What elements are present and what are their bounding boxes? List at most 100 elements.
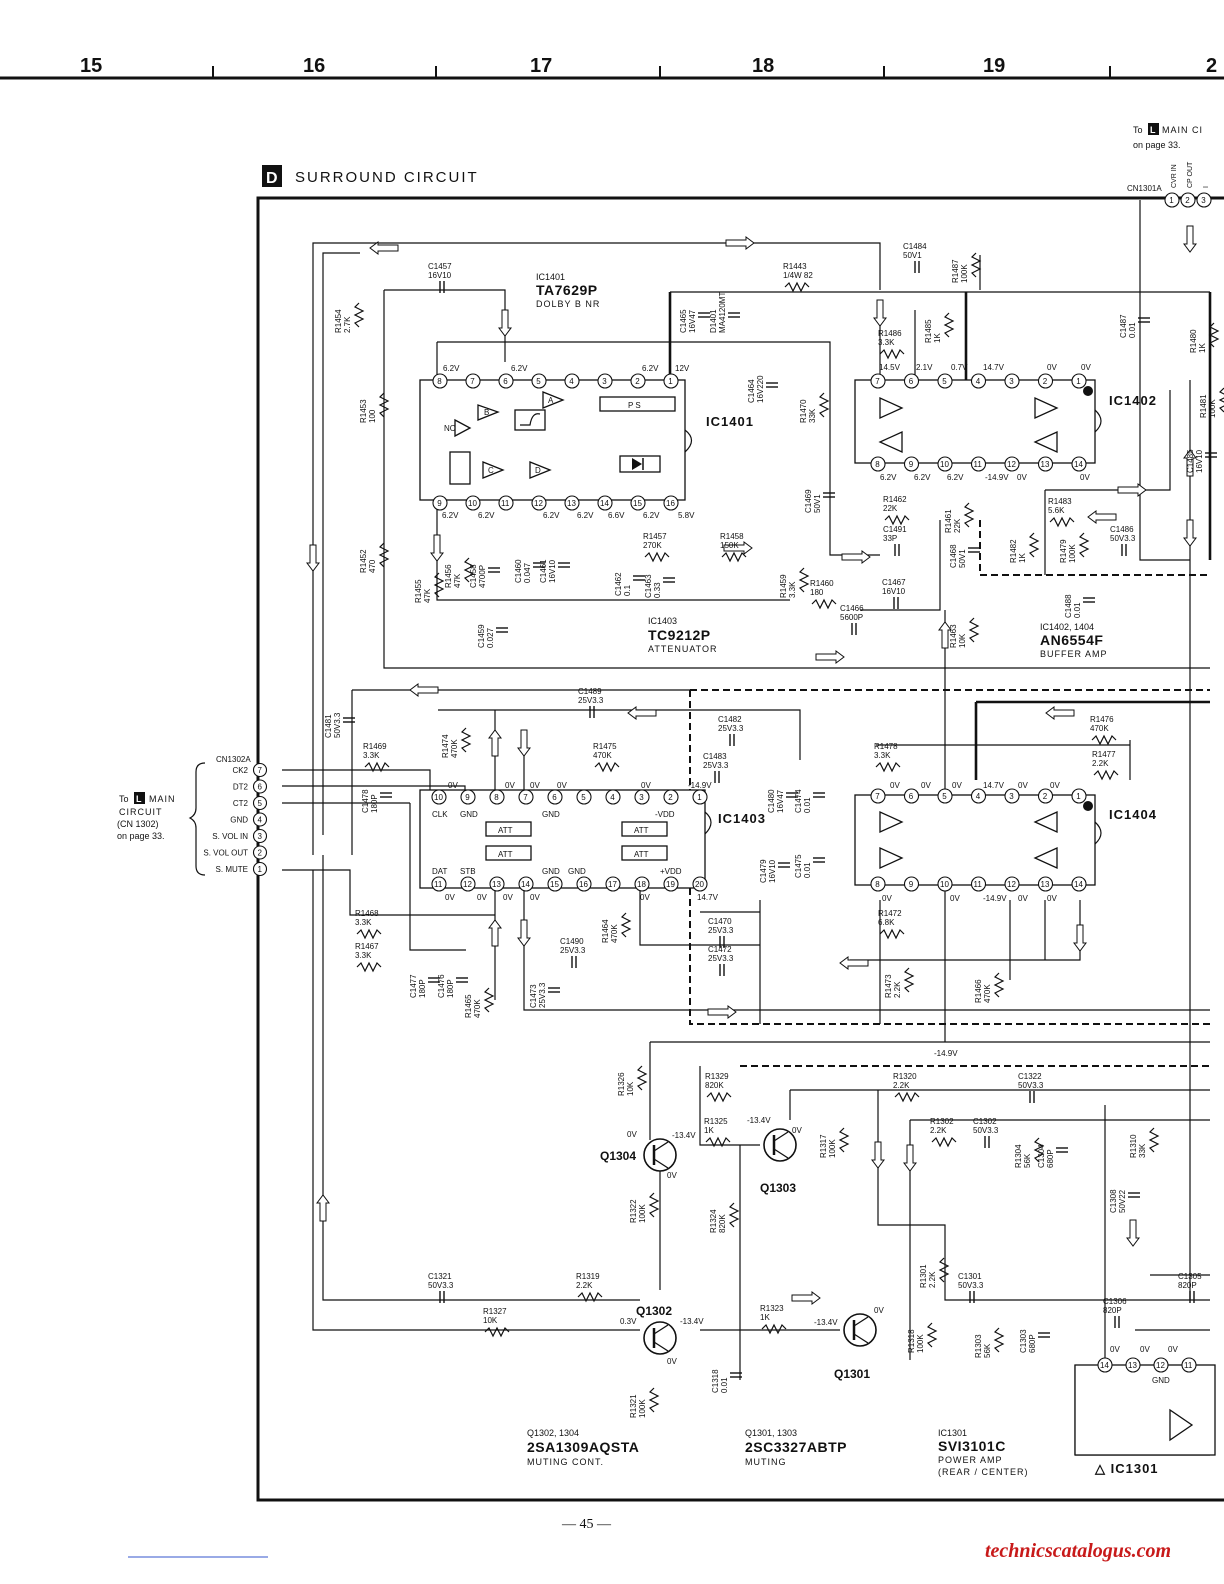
transistor-volt-c: 0V: [792, 1126, 802, 1135]
ic1301-pin-14-num: 14: [1100, 1361, 1109, 1370]
flow-arrow: [369, 241, 399, 255]
ic1301-body-label: △ IC1301: [1094, 1461, 1159, 1476]
component-value: 470K: [1090, 724, 1109, 733]
component-value: 33K: [808, 408, 817, 423]
ic1301-desc2: (REAR / CENTER): [938, 1467, 1029, 1477]
ic1403-b-pin-17: [605, 876, 621, 892]
ic1404-pin-4-num: 4: [976, 792, 981, 801]
ic1403-att-3: ATT: [634, 826, 649, 835]
ic1403-top-volt-6: -14.9V: [688, 781, 712, 790]
ic1404-pin-3: [1004, 788, 1020, 804]
cn1302a-label-5: CT2: [233, 799, 249, 808]
ic1403-b-pin-13-num: 13: [492, 880, 501, 889]
ic1403-top-volt-4: 0V: [557, 781, 567, 790]
opamp-symbol: [1033, 430, 1058, 454]
ic1401-bot-volt-7: 5.8V: [678, 511, 695, 520]
to-main-left-letter-box: [134, 792, 145, 804]
component-value: 2.2K: [893, 1081, 910, 1090]
component-value: 50V22: [1118, 1189, 1127, 1213]
component-ref: R1472: [878, 909, 902, 918]
cn1301a-label-3: I: [1203, 186, 1210, 188]
component-ref: R1473: [884, 974, 893, 998]
component-ref: C1460: [514, 559, 523, 583]
circuit-letter: D: [266, 170, 278, 187]
ic1402-pin-7-num: 7: [875, 377, 880, 386]
ic1404-pin-5-num: 5: [942, 792, 947, 801]
ic1402-bot-volt-6: 0V: [1080, 473, 1090, 482]
cn1302a-label-1: S. MUTE: [216, 865, 248, 874]
component-value: 16V47: [688, 309, 697, 333]
ic1403-b-pin-20-num: 20: [695, 880, 704, 889]
ic1401-b-pin-16-num: 16: [666, 499, 675, 508]
ic1402-b-pin-14: [1071, 456, 1087, 472]
flow-arrow: [1045, 706, 1075, 720]
flow-arrow: [517, 919, 531, 947]
ic1402-pin-2-num: 2: [1043, 377, 1048, 386]
ic1404-bot-volt-4: 0V: [1018, 894, 1028, 903]
to-main-left-line2: CIRCUIT: [119, 807, 163, 817]
component-value: 2.2K: [1092, 759, 1109, 768]
flow-arrow: [871, 1141, 885, 1169]
flow-arrow: [725, 236, 755, 250]
transistor-volt-c: 0V: [874, 1306, 884, 1315]
ic1402-pin-2: [1037, 373, 1054, 389]
component-value: 100K: [1208, 399, 1217, 418]
cn1301a-label: CN1301A: [1127, 184, 1162, 193]
component-ref: R1310: [1129, 1134, 1138, 1158]
component-ref: C1472: [708, 945, 732, 954]
ic1401-pin-6: [498, 373, 514, 389]
ic1404-b-pin-13: [1037, 876, 1054, 892]
cn1302a-pin-5: [252, 795, 268, 811]
component-ref: R1486: [878, 329, 902, 338]
component-value: 2.2K: [928, 1271, 937, 1288]
ic1401-inner-d: D: [535, 466, 541, 475]
ic1402-pin-7: [870, 373, 886, 389]
transistor-volt-e: -13.4V: [814, 1318, 838, 1327]
ic1401-pin-4-num: 4: [569, 377, 574, 386]
tnote-2-ref: Q1301, 1303: [745, 1428, 797, 1438]
ic1301: △ IC1301 IC1301 SVI3101C POWER AMP (REAR…: [938, 1345, 1216, 1477]
component-value: 470K: [450, 739, 459, 758]
component-ref: D1401: [709, 309, 718, 333]
ic1404-pin-7: [870, 788, 886, 804]
ic1403-part: TC9212P: [648, 627, 711, 643]
ic1402-b-pin-10: [937, 456, 953, 472]
to-main-left-letter: L: [136, 794, 142, 804]
ic1403-bot-volt-5: 0V: [640, 893, 650, 902]
ic1401-ref: IC1401: [536, 272, 565, 282]
to-main-left-line4: on page 33.: [117, 831, 165, 841]
component-ref: C1464: [747, 379, 756, 403]
ic1403-gnd-bot-1: GND: [542, 867, 560, 876]
transistor-volt-c: 0V: [667, 1357, 677, 1366]
component-value: 56K: [1023, 1153, 1032, 1168]
component-value: 100K: [1068, 544, 1077, 563]
component-ref: R1318: [907, 1329, 916, 1353]
cn1302a-pin-6-num: 6: [258, 783, 263, 792]
component-ref: C1468: [949, 544, 958, 568]
to-main-top-letter-box: [1148, 123, 1159, 135]
ic1401-bot-volt-3: 6.2V: [543, 511, 560, 520]
ic1404-top-volt-2: 0V: [921, 781, 931, 790]
ic1403-b-pin-16-num: 16: [579, 880, 588, 889]
ic1404-b-pin-10-num: 10: [940, 880, 949, 889]
component-ref: C1491: [883, 525, 907, 534]
ic1404-bot-volt-5: 0V: [1047, 894, 1057, 903]
ic1403-clk: CLK: [432, 810, 448, 819]
component-value: 0.01: [803, 797, 812, 813]
flow-arrow: [627, 706, 657, 720]
